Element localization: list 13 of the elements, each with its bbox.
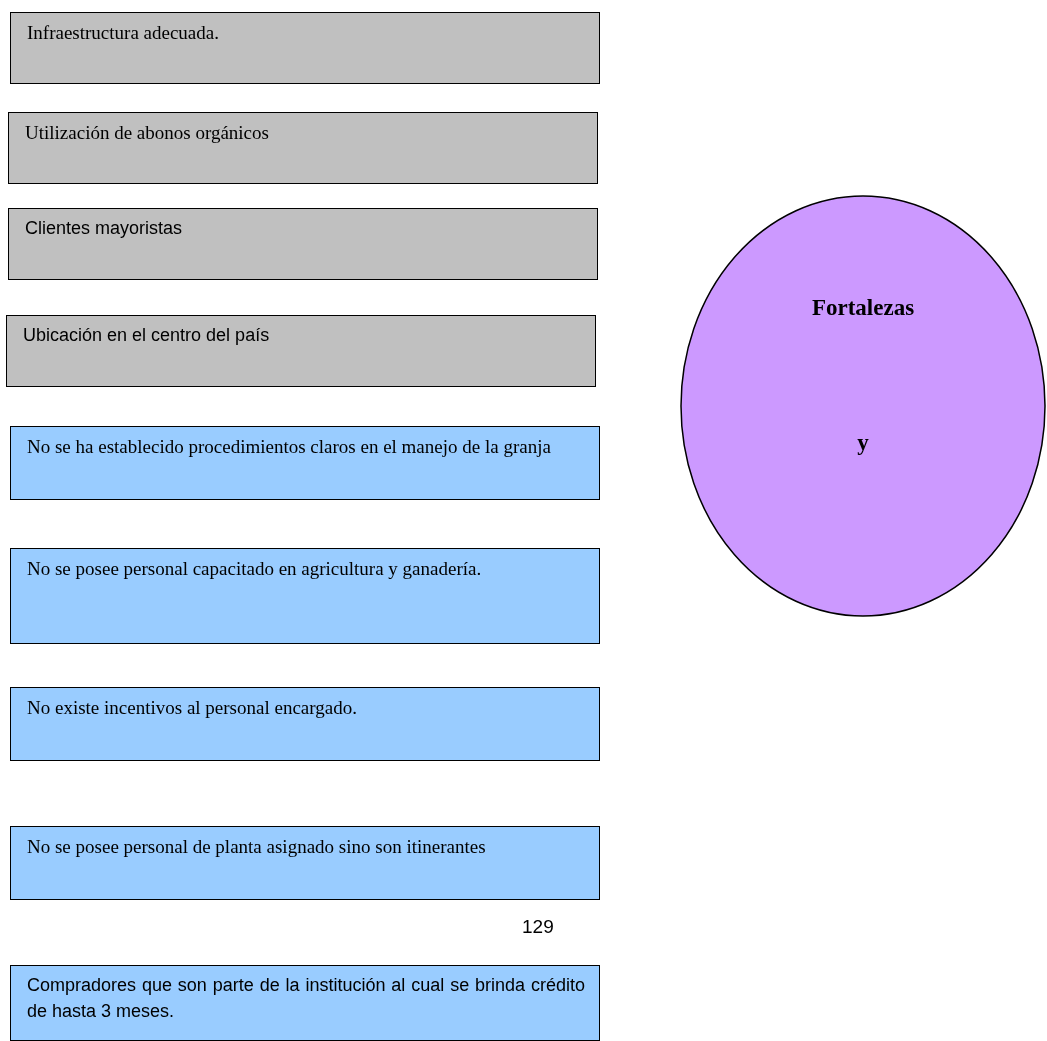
- text-box: No se posee personal capacitado en agricultura y ganadería.: [10, 548, 600, 644]
- ellipse-text: y: [856, 430, 870, 456]
- text-box: Utilización de abonos orgánicos: [8, 112, 598, 184]
- ellipse: [680, 195, 1046, 617]
- text-box: No existe incentivos al personal encargado.: [10, 687, 600, 761]
- text-box: Infraestructura adecuada.: [10, 12, 600, 84]
- text-box: Compradores que son parte de la institución al cual se brinda crédito de hasta 3 meses.: [10, 965, 600, 1041]
- text-box: No se ha establecido procedimientos claros en el manejo de la granja: [10, 426, 600, 500]
- ellipse-text: Fortalezas: [810, 295, 916, 321]
- text-box: Clientes mayoristas: [8, 208, 598, 280]
- text-box: No se posee personal de planta asignado sino son itinerantes: [10, 826, 600, 900]
- page-number: 129: [522, 916, 554, 938]
- text-box: Ubicación en el centro del país: [6, 315, 596, 387]
